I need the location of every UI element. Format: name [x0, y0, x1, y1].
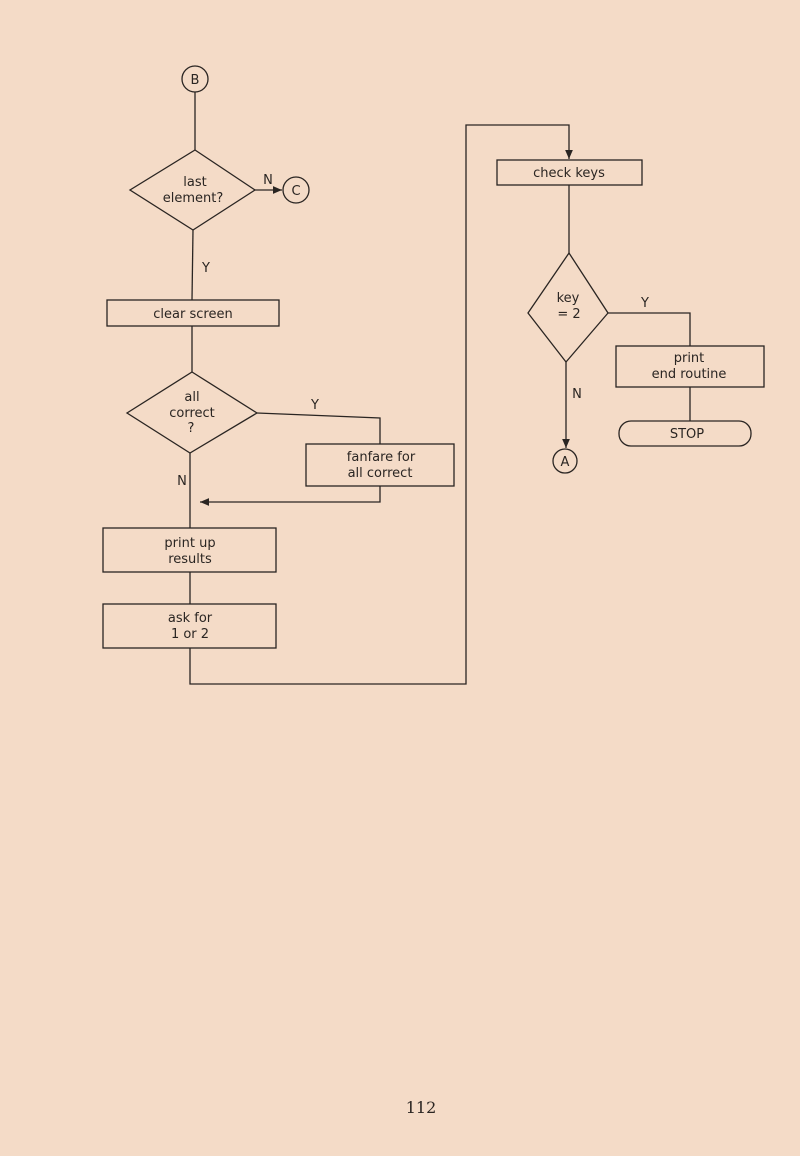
process-check-keys: check keys	[496, 159, 643, 186]
svg-text:ask for: ask for	[168, 611, 213, 626]
svg-text:key: key	[557, 291, 580, 306]
connector-c: C	[282, 176, 310, 204]
svg-text:check keys: check keys	[533, 166, 605, 181]
flow-line	[256, 412, 381, 444]
process-clear-screen: clear screen	[106, 299, 280, 327]
svg-text:end routine: end routine	[652, 367, 727, 382]
page-number: 112	[406, 1098, 437, 1117]
svg-text:print up: print up	[164, 536, 215, 551]
svg-text:= 2: = 2	[557, 307, 580, 322]
svg-text:STOP: STOP	[670, 427, 704, 442]
flow-line	[200, 486, 381, 506]
no-label: N	[263, 173, 273, 188]
svg-text:clear screen: clear screen	[153, 307, 232, 322]
terminal-stop: STOP	[618, 420, 752, 447]
yes-label: Y	[640, 296, 649, 311]
svg-text:all: all	[184, 390, 199, 405]
no-label: N	[572, 387, 582, 402]
flow-line	[191, 229, 194, 301]
yes-label: Y	[310, 398, 319, 413]
svg-text:B: B	[191, 73, 200, 88]
svg-text:fanfare for: fanfare for	[347, 450, 416, 465]
svg-text:all correct: all correct	[348, 466, 413, 481]
svg-text:correct: correct	[169, 406, 215, 421]
svg-text:element?: element?	[163, 191, 224, 206]
decision-key-2: key = 2	[527, 251, 609, 364]
process-fanfare: fanfare for all correct	[305, 443, 455, 487]
no-label: N	[177, 474, 187, 489]
decision-all-correct: all correct ?	[125, 371, 259, 454]
connector-a: A	[552, 448, 578, 474]
svg-text:C: C	[291, 184, 300, 199]
svg-text:print: print	[674, 351, 705, 366]
svg-text:last: last	[183, 175, 206, 190]
flow-line	[189, 124, 573, 685]
process-print-end-routine: print end routine	[615, 345, 765, 388]
svg-text:?: ?	[188, 421, 195, 436]
svg-text:1 or 2: 1 or 2	[171, 627, 209, 642]
flow-line	[608, 312, 691, 346]
svg-text:A: A	[561, 455, 570, 470]
decision-last-element: last element?	[128, 149, 257, 231]
svg-text:results: results	[168, 552, 212, 567]
connector-b: B	[181, 65, 209, 93]
process-print-results: print up results	[102, 527, 277, 573]
process-ask: ask for 1 or 2	[102, 603, 277, 649]
yes-label: Y	[201, 261, 210, 276]
